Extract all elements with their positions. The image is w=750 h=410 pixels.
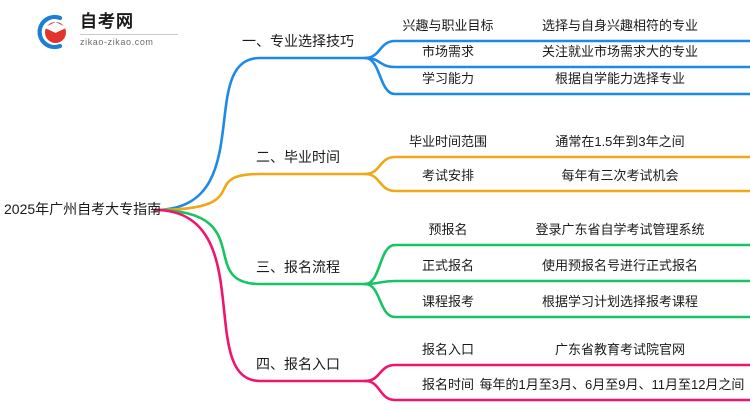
connector-line (153, 172, 367, 212)
connector-line (363, 279, 750, 286)
node-detail-4-2: 每年的1月至3月、6月至9月、11月至12月之间 (479, 377, 745, 392)
branch-label-4: 四、报名入口 (256, 356, 340, 372)
node-detail-2-1: 通常在1.5年到3年之间 (555, 134, 685, 149)
branch-label-3: 三、报名流程 (256, 259, 340, 275)
node-label-4-1: 报名入口 (421, 342, 475, 357)
node-label-3-1: 预报名 (428, 222, 468, 237)
connector-line (153, 208, 367, 286)
node-label-3-2: 正式报名 (421, 258, 475, 273)
connector-line (153, 208, 367, 383)
node-detail-1-3: 根据自学能力选择专业 (554, 71, 686, 86)
connector-line (363, 282, 750, 319)
root-label: 2025年广州自考大专指南 (4, 201, 162, 217)
node-detail-2-2: 每年有三次考试机会 (561, 168, 679, 183)
connector-line (363, 56, 750, 96)
node-detail-3-1: 登录广东省自学考试管理系统 (535, 222, 705, 237)
connector-line (363, 172, 750, 193)
node-detail-3-3: 根据学习计划选择报考课程 (541, 294, 699, 309)
logo-name: 自考网 (80, 12, 134, 31)
node-label-4-2: 报名时间 (421, 377, 475, 392)
site-logo: 自考网 zikao-zikao.com (30, 10, 180, 55)
logo-mark-icon (30, 12, 74, 52)
node-label-1-1: 兴趣与职业目标 (402, 18, 494, 33)
logo-text: 自考网 zikao-zikao.com (80, 12, 178, 48)
logo-divider (80, 34, 178, 35)
logo-domain: zikao-zikao.com (80, 37, 154, 47)
branch-label-2: 二、毕业时间 (256, 149, 340, 165)
node-detail-1-2: 关注就业市场需求大的专业 (541, 44, 699, 59)
connector-line (363, 56, 750, 69)
node-label-1-2: 市场需求 (421, 44, 475, 59)
node-detail-1-1: 选择与自身兴趣相符的专业 (541, 18, 699, 33)
node-detail-3-2: 使用预报名号进行正式报名 (541, 258, 699, 273)
connector-line (363, 379, 750, 402)
node-label-2-2: 考试安排 (421, 168, 475, 183)
node-label-2-1: 毕业时间范围 (408, 134, 488, 149)
node-label-3-3: 课程报考 (421, 294, 475, 309)
connector-line (153, 56, 367, 212)
branch-label-1: 一、专业选择技巧 (242, 33, 354, 49)
node-detail-4-1: 广东省教育考试院官网 (554, 342, 686, 357)
node-label-1-3: 学习能力 (421, 71, 475, 86)
